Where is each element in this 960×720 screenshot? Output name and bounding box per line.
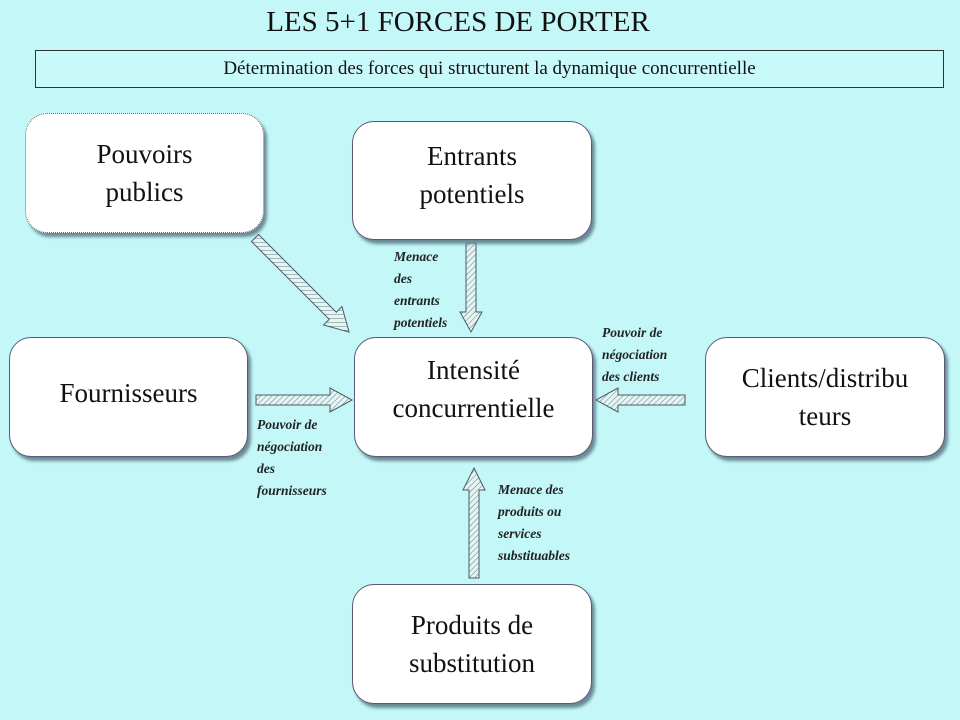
label-line: produits ou [498,504,562,519]
page-title: LES 5+1 FORCES DE PORTER [266,6,650,38]
label-line: Pouvoir de [602,325,663,340]
label-menace-substitution: Menace des produits ou services substitu… [498,479,570,567]
arrow-pouvoirs-publics [250,233,350,333]
box-text: Pouvoirs [96,139,193,169]
arrow-substitution [462,466,486,579]
label-line: substituables [498,548,571,563]
box-text: Produits de [410,610,534,640]
arrow-fournisseurs [255,387,354,413]
arrow-entrants [459,242,483,334]
label-line: négociation [257,439,323,454]
label-menace-entrants: Menace des entrants potentiels [394,246,447,334]
arrow-clients [594,387,686,413]
label-pouvoir-fournisseurs: Pouvoir de négociation des fournisseurs [257,414,327,502]
label-line: des [257,461,275,476]
box-text: potentiels [419,178,525,209]
box-text: teurs [798,401,852,431]
box-pouvoirs-publics: Pouvoirs publics [25,113,264,233]
box-produits-substitution: Produits de substitution [352,584,592,704]
box-fournisseurs: Fournisseurs [9,337,248,457]
label-line: Menace [394,249,439,264]
label-line: des [394,271,412,286]
label-line: services [498,526,542,541]
label-line: entrants [394,293,440,308]
box-text: Fournisseurs [59,378,198,408]
box-text: publics [105,177,184,207]
subtitle-box: Détermination des forces qui structurent… [35,50,944,88]
label-line: potentiels [394,315,448,330]
label-line: Pouvoir de [257,417,318,432]
box-text: Clients/distribu [741,363,909,393]
label-line: négociation [602,347,668,362]
box-text: concurrentielle [392,393,555,423]
box-text: Entrants [427,140,517,171]
box-text: Intensité [427,355,520,385]
label-pouvoir-clients: Pouvoir de négociation des clients [602,322,667,388]
box-intensite-concurrentielle: Intensité concurrentielle [354,337,593,457]
label-line: fournisseurs [257,483,327,498]
box-text: substitution [408,648,536,678]
label-line: Menace des [498,482,564,497]
label-line: des clients [602,369,660,384]
box-clients-distributeurs: Clients/distribu teurs [705,337,945,457]
box-entrants-potentiels: Entrants potentiels [352,121,592,240]
